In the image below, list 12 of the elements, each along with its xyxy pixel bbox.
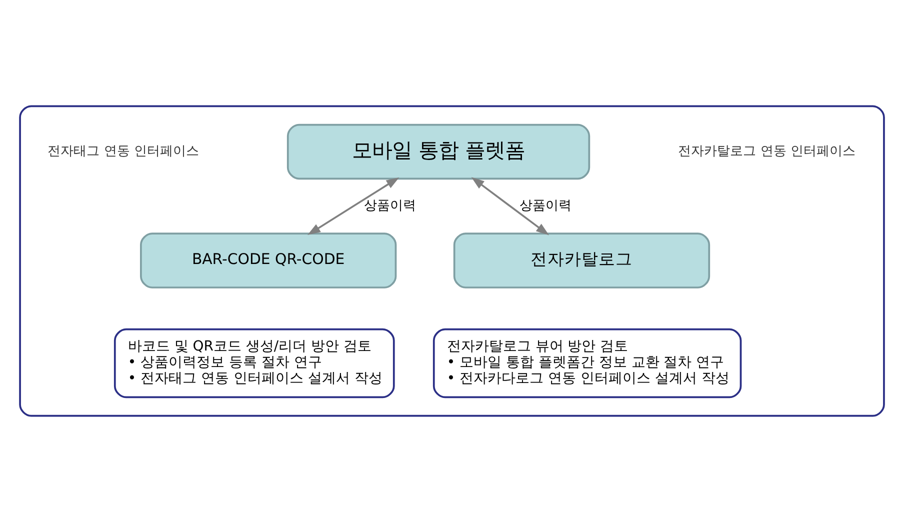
node-box: 바코드 및 QR코드 생성/리더 방안 검토 • 상품이력정보 등록 절차 연구 • 전자태그 연동 인터페이스 설계서 작성 [114,328,395,398]
node-box: 전자카탈로그 [453,232,710,288]
arrow [471,177,550,236]
edge-label: 상품이력 [519,198,572,214]
label: 전자카탈로그 연동 인터페이스 [678,144,856,160]
node-box: BAR-CODE QR-CODE [140,232,397,288]
cluster [19,105,885,417]
label: 전자태그 연동 인터페이스 [48,144,199,160]
node-box: 모바일 통합 플렛폼 [286,124,590,180]
node-box: 전자카탈로그 뷰어 방안 검토 • 모바일 통합 플렛폼간 정보 교환 절차 연구 • 전자카다로그 연동 인터페이스 설계서 작성 [432,328,742,398]
edge-label: 상품이력 [364,198,416,214]
arrow [307,177,400,236]
